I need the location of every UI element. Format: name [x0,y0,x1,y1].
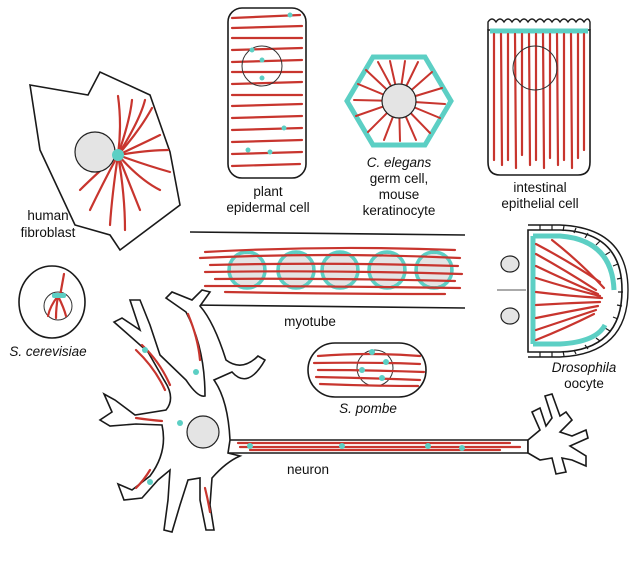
myotube-nuclear-envelope-mtocs [227,250,454,290]
oocyte-cortex-mtocs [533,233,617,347]
myotube-cell: myotube [189,231,466,329]
nurse-cell-nuclei [500,255,520,325]
keratinocyte-label-2: germ cell, [370,171,429,186]
keratinocyte-label-3: mouse [379,187,420,202]
myotube-microtubules [198,246,464,296]
s-pombe-cell: S. pombe [307,342,427,416]
axon-microtubules [236,441,522,452]
myotube-label: myotube [284,314,336,329]
human-fibroblast-label-2: fibroblast [21,225,76,240]
keratinocyte-label-4: keratinocyte [363,203,436,218]
intestinal-nucleus [512,45,558,91]
intestinal-epithelial-cell: intestinal epithelial cell [487,18,591,211]
neuron-label: neuron [287,462,329,477]
keratinocyte-label: C. elegans [367,155,432,170]
neuron-nucleus [186,415,220,449]
keratinocyte-nucleus [381,83,417,119]
human-fibroblast-cell: human fibroblast [21,70,181,252]
plant-nucleation-sites [245,12,293,155]
intestinal-label-2: epithelial cell [501,196,578,211]
intestinal-label: intestinal [513,180,566,195]
plant-label-2: epidermal cell [226,200,309,215]
s-cerevisiae-label: S. cerevisiae [9,344,86,359]
plant-epidermal-cell: plant epidermal cell [226,7,310,215]
human-fibroblast-label: human [27,208,68,223]
plant-label: plant [253,184,283,199]
keratinocyte-cell: C. elegans germ cell, mouse keratinocyte [344,54,454,218]
oocyte-microtubules [534,238,606,342]
spindle-pole-body [52,293,66,298]
neuron-non-centrosomal-mtocs [142,347,465,485]
axon-terminal [527,393,589,475]
pombe-mtocs [359,349,389,381]
myotube-bottom-membrane [189,304,466,309]
myotube-nuclei [229,252,452,288]
s-pombe-label: S. pombe [339,401,397,416]
plant-nucleus [241,45,283,87]
intestinal-microtubules [492,32,586,170]
drosophila-label-2: oocyte [564,376,604,391]
drosophila-label: Drosophila [552,360,617,375]
microvilli [487,18,591,30]
neuron-soma-dendrites [98,289,267,533]
myotube-top-membrane [189,231,466,236]
follicle-cell-layer [528,224,629,358]
fibroblast-nucleus [74,131,116,173]
drosophila-oocyte: Drosophila oocyte [497,224,629,391]
plant-cortical-microtubules [230,13,304,168]
yeast-nucleus [43,291,73,321]
follicle-cell-ticks [539,225,623,357]
neuron-cell: neuron [98,289,589,533]
s-cerevisiae-cell: S. cerevisiae [9,265,87,359]
fibroblast-centrosome [112,149,124,161]
pombe-microtubules [312,352,426,388]
